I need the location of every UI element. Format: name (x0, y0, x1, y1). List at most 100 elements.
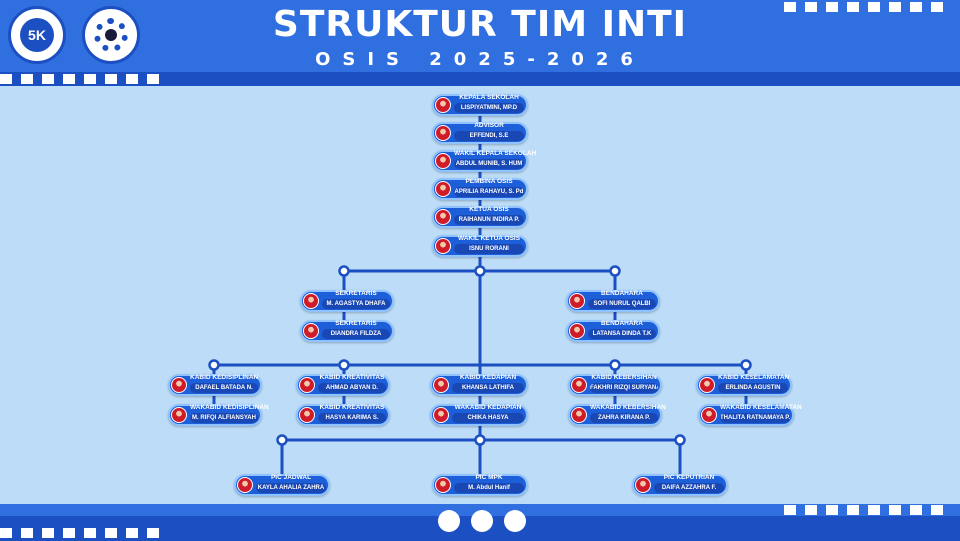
card-name: SOFI NURUL QALBI (588, 299, 656, 309)
card-role: WAKABID KESELAMATAN (720, 404, 802, 411)
header-band (0, 72, 960, 86)
avatar (237, 477, 253, 493)
card-wakabid-keselamatan: WAKABID KESELAMATAN THALITA RATNAMAYA P. (698, 404, 802, 426)
gear-icon (94, 18, 128, 52)
node-dot (338, 265, 350, 277)
card-role: PIC JADWAL (270, 474, 312, 481)
card-name: KHANSA LATHIFA (452, 383, 524, 393)
node-dot (609, 359, 621, 371)
card-wakabid-kedisiplinan: WAKABID KEDISIPLINAN M. RIFQI ALFIANSYAH (168, 404, 269, 426)
card-bendahara-2: BENDAHARA LATANSA DINDA T.K (566, 320, 660, 342)
avatar (699, 377, 715, 393)
card-wakabid-kedapian: WAKABID KEDAPIAN CHIKA HASYA (430, 404, 528, 426)
dot-decor (438, 510, 460, 532)
node-dot (740, 359, 752, 371)
avatar (435, 477, 451, 493)
decor-squares-bottom-right (784, 505, 943, 515)
avatar (635, 477, 651, 493)
avatar (435, 97, 451, 113)
card-pic-mpk: PIC MPK M. Abdul Hanif (432, 474, 528, 496)
decor-squares-right (784, 2, 943, 12)
header-bar (0, 0, 960, 72)
card-role: SEKRETARIS (335, 290, 377, 297)
card-name: DIANDRA FILDZA (322, 329, 390, 339)
card-pic-jadwal: PIC JADWAL KAYLA AHALIA ZAHRA (234, 474, 330, 496)
card-name: ABDUL MUNIB, S. HUM (454, 159, 524, 169)
card-role: BENDAHARA (601, 320, 643, 327)
card-name: ISNU RORANI (454, 244, 524, 254)
avatar (569, 293, 585, 309)
card-name: LISPIYATMINI, MP.D (454, 103, 524, 113)
node-dot (208, 359, 220, 371)
card-name: DAIFA AZZAHRA F. (654, 483, 724, 493)
card-role: KABID KREATIVITAS (319, 374, 385, 381)
card-kabid-kreativitas: KABID KREATIVITAS AHMAD ABYAN D. (296, 374, 390, 396)
avatar (433, 377, 449, 393)
card-name: ZAHRA KIRANA P. (590, 413, 658, 423)
card-sekretaris-1: SEKRETARIS M. AGASTYA DHAFA (300, 290, 394, 312)
card-role: PEMBINA OSIS (465, 178, 513, 185)
card-advisor: ADVISOR EFFENDI, S.E (432, 122, 528, 144)
card-name: DAFAEL BATADA N. (190, 383, 258, 393)
card-name: CHIKA HASYA (452, 413, 524, 423)
osis-logo (82, 6, 140, 64)
card-role: SEKRETARIS (335, 320, 377, 327)
card-name: ERLINDA AGUSTIN (718, 383, 788, 393)
card-name: KAYLA AHALIA ZAHRA (256, 483, 326, 493)
school-logo-mark: 5K (20, 18, 54, 52)
avatar (569, 323, 585, 339)
card-role: WAKABID KEBERSIHAN (590, 404, 666, 411)
decor-squares-left (0, 74, 159, 84)
avatar (299, 377, 315, 393)
card-role: PIC KEPUTRIAN (663, 474, 715, 481)
card-pic-keputrian: PIC KEPUTRIAN DAIFA AZZAHRA F. (632, 474, 728, 496)
node-dot (609, 265, 621, 277)
node-dot (474, 434, 486, 446)
avatar (571, 407, 587, 423)
avatar (435, 209, 451, 225)
card-role: KABID KREATIVITAS (319, 404, 385, 411)
avatar (435, 153, 451, 169)
card-kabid-keselamatan: KABID KESELAMATAN ERLINDA AGUSTIN (696, 374, 792, 396)
card-role: WAKABID KEDISIPLINAN (190, 404, 269, 411)
avatar (701, 407, 717, 423)
card-name: RAIHANUN INDIRA P. (454, 215, 524, 225)
card-name: M. Abdul Hanif (454, 483, 524, 493)
node-dot (474, 265, 486, 277)
avatar (433, 407, 449, 423)
footer-dots (438, 510, 526, 532)
card-name: THALITA RATNAMAYA P. (720, 413, 790, 423)
card-kabid-kedisiplinan: KABID KEDISIPLINAN DAFAEL BATADA N. (168, 374, 262, 396)
node-dot (276, 434, 288, 446)
card-ketua-osis: KETUA OSIS RAIHANUN INDIRA P. (432, 206, 528, 228)
decor-squares-bottom-left (0, 528, 159, 538)
card-name: M. RIFQI ALFIANSYAH (190, 413, 258, 423)
card-role: ADVISOR (474, 122, 504, 129)
card-name: LATANSA DINDA T.K (588, 329, 656, 339)
node-dot (338, 359, 350, 371)
page-title: STRUKTUR TIM INTI (272, 4, 688, 45)
card-name: EFFENDI, S.E (454, 131, 524, 141)
card-kabid-kedapian: KABID KEDAPIAN KHANSA LATHIFA (430, 374, 528, 396)
avatar (303, 293, 319, 309)
card-role: KABID KESELAMATAN (718, 374, 790, 381)
card-name: AHMAD ABYAN D. (318, 383, 386, 393)
card-sekretaris-2: SEKRETARIS DIANDRA FILDZA (300, 320, 394, 342)
card-kepala-sekolah: KEPALA SEKOLAH LISPIYATMINI, MP.D (432, 94, 528, 116)
card-role: WAKABID KEDAPIAN (454, 404, 522, 411)
avatar (435, 125, 451, 141)
card-wakil-ketua-osis: WAKIL KETUA OSIS ISNU RORANI (432, 235, 528, 257)
school-logo: 5K (8, 6, 66, 64)
avatar (435, 181, 451, 197)
avatar (303, 323, 319, 339)
avatar (171, 377, 187, 393)
card-pembina-osis: PEMBINA OSIS APRILIA RAHAYU, S. Pd (432, 178, 528, 200)
card-role: WAKIL KEPALA SEKOLAH (454, 150, 537, 157)
card-role: WAKIL KETUA OSIS (457, 235, 521, 242)
node-dot (674, 434, 686, 446)
card-role: KABID KEDISIPLINAN (190, 374, 259, 381)
avatar (299, 407, 315, 423)
card-role: KABID KEDAPIAN (459, 374, 517, 381)
dot-decor (504, 510, 526, 532)
card-kabid-kreativitas-2: KABID KREATIVITAS HASYA KARIMA S. (296, 404, 390, 426)
